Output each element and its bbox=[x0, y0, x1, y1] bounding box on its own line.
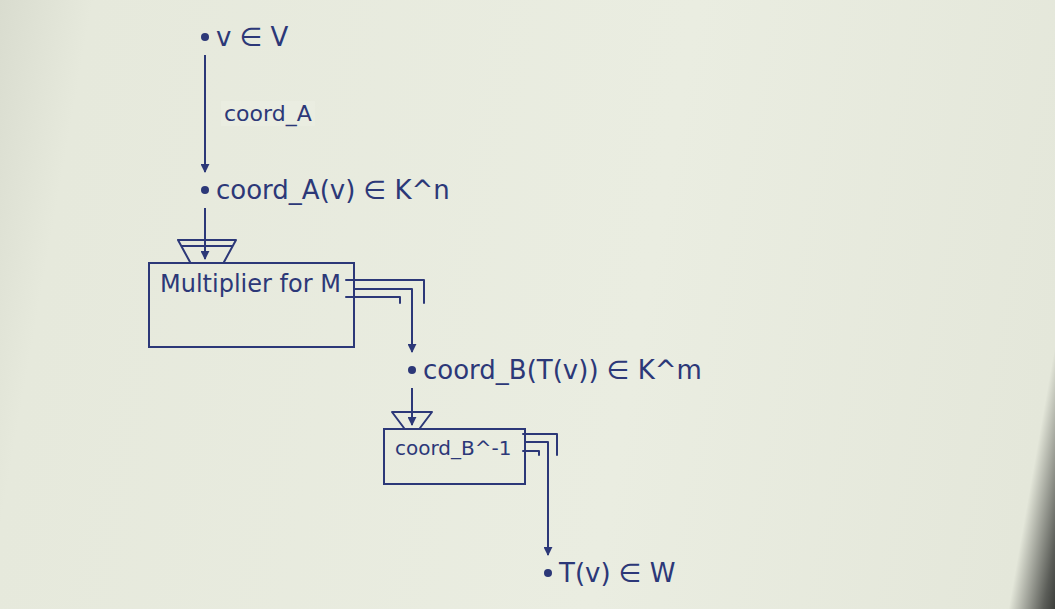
funnel-rim bbox=[182, 245, 232, 247]
value-point: T(v) ∈ W bbox=[543, 558, 675, 588]
point-dot bbox=[544, 569, 552, 577]
value-label: T(v) ∈ W bbox=[559, 558, 675, 588]
process-box: Multiplier for M bbox=[148, 262, 355, 348]
value-label: coord_A(v) ∈ K^n bbox=[216, 175, 450, 205]
process-box: coord_B^-1 bbox=[383, 428, 526, 485]
value-point: coord_A(v) ∈ K^n bbox=[200, 175, 450, 205]
map-label: coord_A bbox=[221, 101, 315, 126]
value-label: coord_B(T(v)) ∈ K^m bbox=[423, 355, 702, 385]
value-point: v ∈ V bbox=[200, 22, 288, 52]
box-label: coord_B^-1 bbox=[395, 436, 514, 460]
flow-arrow bbox=[355, 289, 412, 352]
flow-arrow bbox=[204, 208, 206, 259]
point-dot bbox=[201, 33, 209, 41]
flow-arrow bbox=[411, 388, 413, 425]
point-dot bbox=[201, 186, 209, 194]
point-dot bbox=[408, 366, 416, 374]
input-funnel bbox=[178, 240, 236, 262]
output-chute bbox=[523, 434, 557, 455]
value-label: v ∈ V bbox=[216, 22, 288, 52]
flow-arrow bbox=[204, 55, 206, 172]
value-point: coord_B(T(v)) ∈ K^m bbox=[407, 355, 702, 385]
box-label: Multiplier for M bbox=[160, 270, 343, 298]
flow-arrow bbox=[526, 442, 548, 555]
